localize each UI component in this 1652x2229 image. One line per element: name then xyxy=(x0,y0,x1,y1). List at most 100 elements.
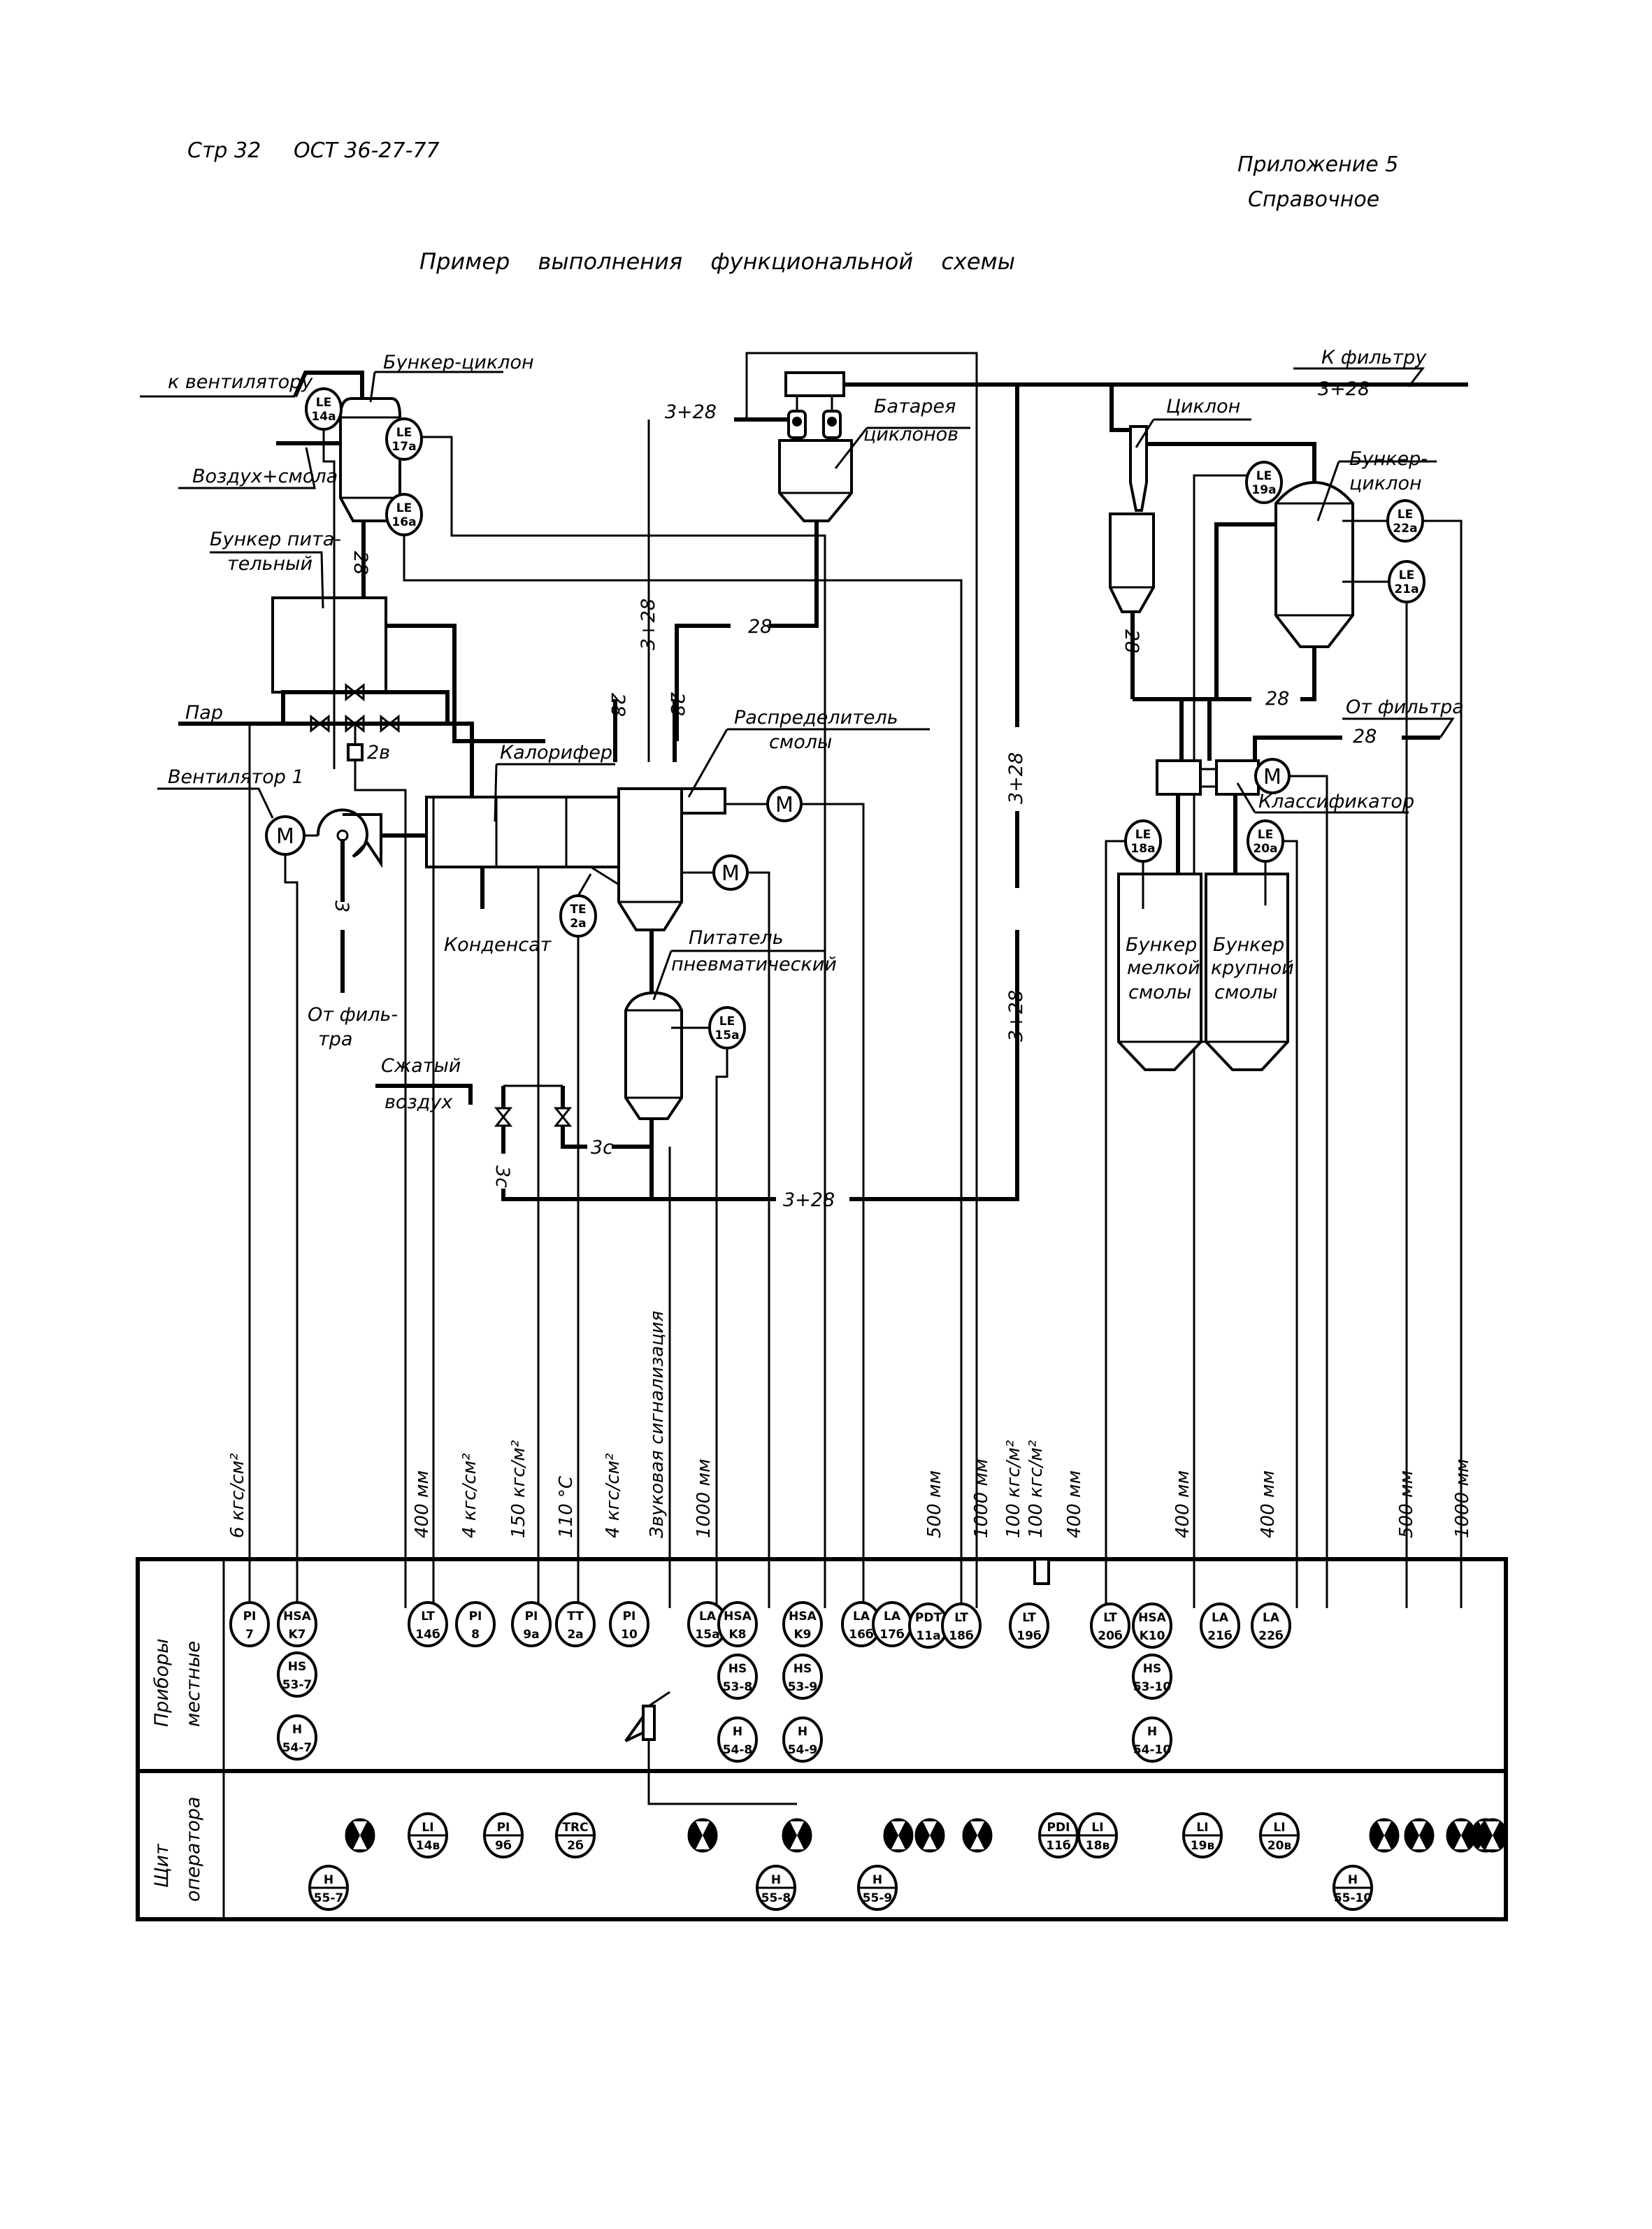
code-3-28-right-upper: 3+28 xyxy=(1005,752,1027,804)
svg-text:22б: 22б xyxy=(1258,1629,1284,1643)
signal-lamp-icon xyxy=(1446,1818,1477,1853)
instrument-LE-16a: LE 16а xyxy=(385,493,423,536)
svg-text:LE: LE xyxy=(1398,508,1413,522)
svg-text:K9: K9 xyxy=(793,1628,811,1642)
signal-lamp-icon xyxy=(962,1818,993,1853)
label-from-filter-1: От филь- xyxy=(308,1004,398,1026)
svg-text:17б: 17б xyxy=(879,1628,905,1642)
label-bunker-cyclone-right-2: циклон xyxy=(1349,473,1422,494)
label-steam: Пар xyxy=(185,702,223,724)
label-distributor-2: смолы xyxy=(769,731,832,753)
svg-text:11а: 11а xyxy=(916,1629,940,1643)
code-3-28-bottom: 3+28 xyxy=(783,1189,835,1211)
motor-distributor: М xyxy=(766,786,803,822)
svg-text:400 мм: 400 мм xyxy=(1258,1470,1279,1538)
label-feeder-2: пневматический xyxy=(671,954,837,975)
svg-text:K7: K7 xyxy=(288,1628,306,1642)
instrument-h-55-8: H55-8 xyxy=(756,1865,796,1911)
instrument-LE-18a: LE 18а xyxy=(1124,819,1162,863)
appendix-type: Справочное xyxy=(1248,187,1379,212)
svg-text:4 кгс/см²: 4 кгс/см² xyxy=(603,1453,624,1538)
svg-text:54-8: 54-8 xyxy=(723,1743,753,1757)
row-label-panel-2: оператора xyxy=(182,1797,204,1902)
code-28-g: 28 xyxy=(1353,726,1377,747)
feed-bunker xyxy=(271,596,387,694)
classifier-left xyxy=(1156,759,1202,796)
panel-instruments: H55-7LI14вPI9бTRC2бH55-8H55-9PDI11бLI18в… xyxy=(308,1812,1373,1911)
svg-text:1000 мм: 1000 мм xyxy=(1452,1458,1473,1538)
svg-text:54-10: 54-10 xyxy=(1133,1743,1172,1757)
svg-text:16а: 16а xyxy=(392,515,416,529)
label-to-filter: К фильтру xyxy=(1321,347,1427,368)
instrument-h-54-10: H 54-10 xyxy=(1132,1716,1172,1763)
svg-text:14а: 14а xyxy=(311,410,336,424)
signal-lamp-icon xyxy=(687,1818,718,1853)
instrument-LE-20a: LE 20а xyxy=(1247,819,1284,863)
svg-text:М: М xyxy=(721,861,740,886)
svg-text:LE: LE xyxy=(719,1015,735,1029)
label-classifier: Классификатор xyxy=(1258,791,1414,812)
svg-text:500 мм: 500 мм xyxy=(1396,1470,1417,1538)
bunker-cyclone-left xyxy=(339,397,401,522)
code-28-e: 28 xyxy=(1121,629,1142,653)
svg-text:LI: LI xyxy=(422,1821,433,1835)
svg-text:9а: 9а xyxy=(523,1628,539,1642)
svg-text:PDT: PDT xyxy=(915,1611,942,1625)
fine-bunker-l3: смолы xyxy=(1128,982,1191,1003)
svg-text:54-7: 54-7 xyxy=(282,1741,313,1755)
svg-text:LE: LE xyxy=(1135,828,1151,842)
svg-text:LA: LA xyxy=(884,1610,901,1624)
pneumatic-feeder xyxy=(624,991,683,1120)
instrument-h-55-9: H55-9 xyxy=(857,1865,898,1911)
signal-lamp-icon xyxy=(782,1818,812,1853)
svg-text:53-8: 53-8 xyxy=(723,1680,753,1694)
pdt-impulse-box xyxy=(1033,1558,1050,1585)
fine-bunker-l2: мелкой xyxy=(1127,957,1200,979)
svg-text:H: H xyxy=(292,1723,302,1737)
code-28-c: 28 xyxy=(607,693,629,717)
svg-text:LT: LT xyxy=(1022,1611,1036,1625)
svg-text:16б: 16б xyxy=(849,1628,874,1642)
cyclone-small xyxy=(1129,425,1148,512)
svg-text:150 кгс/м²: 150 кгс/м² xyxy=(508,1440,529,1538)
svg-text:19а: 19а xyxy=(1251,483,1276,497)
code-3-28-top: 3+28 xyxy=(665,401,717,423)
svg-text:H: H xyxy=(324,1873,333,1887)
instrument-hs-53-8: HS 53-8 xyxy=(717,1654,758,1700)
svg-text:М: М xyxy=(1263,765,1281,789)
code-3-28-right-lower: 3+28 xyxy=(1005,990,1027,1042)
svg-text:LE: LE xyxy=(1256,469,1272,483)
svg-text:H: H xyxy=(1147,1725,1157,1739)
valve-bypass xyxy=(345,682,365,702)
svg-text:20а: 20а xyxy=(1253,842,1277,856)
label-heater: Калорифер xyxy=(500,742,612,764)
bunker-cyclone-right xyxy=(1274,480,1354,648)
distributor xyxy=(617,787,683,931)
svg-text:100 кгс/м²: 100 кгс/м² xyxy=(1003,1440,1024,1538)
label-from-filter-2: тра xyxy=(318,1029,352,1050)
svg-text:HSA: HSA xyxy=(724,1610,752,1624)
svg-text:H: H xyxy=(1348,1873,1358,1887)
svg-text:1000 мм: 1000 мм xyxy=(694,1458,714,1538)
svg-text:K8: K8 xyxy=(728,1628,746,1642)
code-3c-a: 3с xyxy=(591,1137,613,1159)
label-bunker-cyclone-right-1: Бункер- xyxy=(1349,448,1428,470)
svg-text:55-7: 55-7 xyxy=(314,1891,344,1905)
svg-text:HS: HS xyxy=(728,1662,747,1676)
cyclone-hopper xyxy=(1109,513,1155,613)
row-label-panel-1: Щит xyxy=(151,1843,173,1888)
valve-1 xyxy=(310,714,330,733)
svg-text:400 мм: 400 мм xyxy=(1172,1470,1193,1538)
signal-labels: 6 кгс/см² 400 мм 4 кгс/см² 150 кгс/м² 11… xyxy=(227,1311,1473,1538)
svg-text:9б: 9б xyxy=(495,1839,512,1853)
svg-text:HS: HS xyxy=(1143,1662,1161,1676)
